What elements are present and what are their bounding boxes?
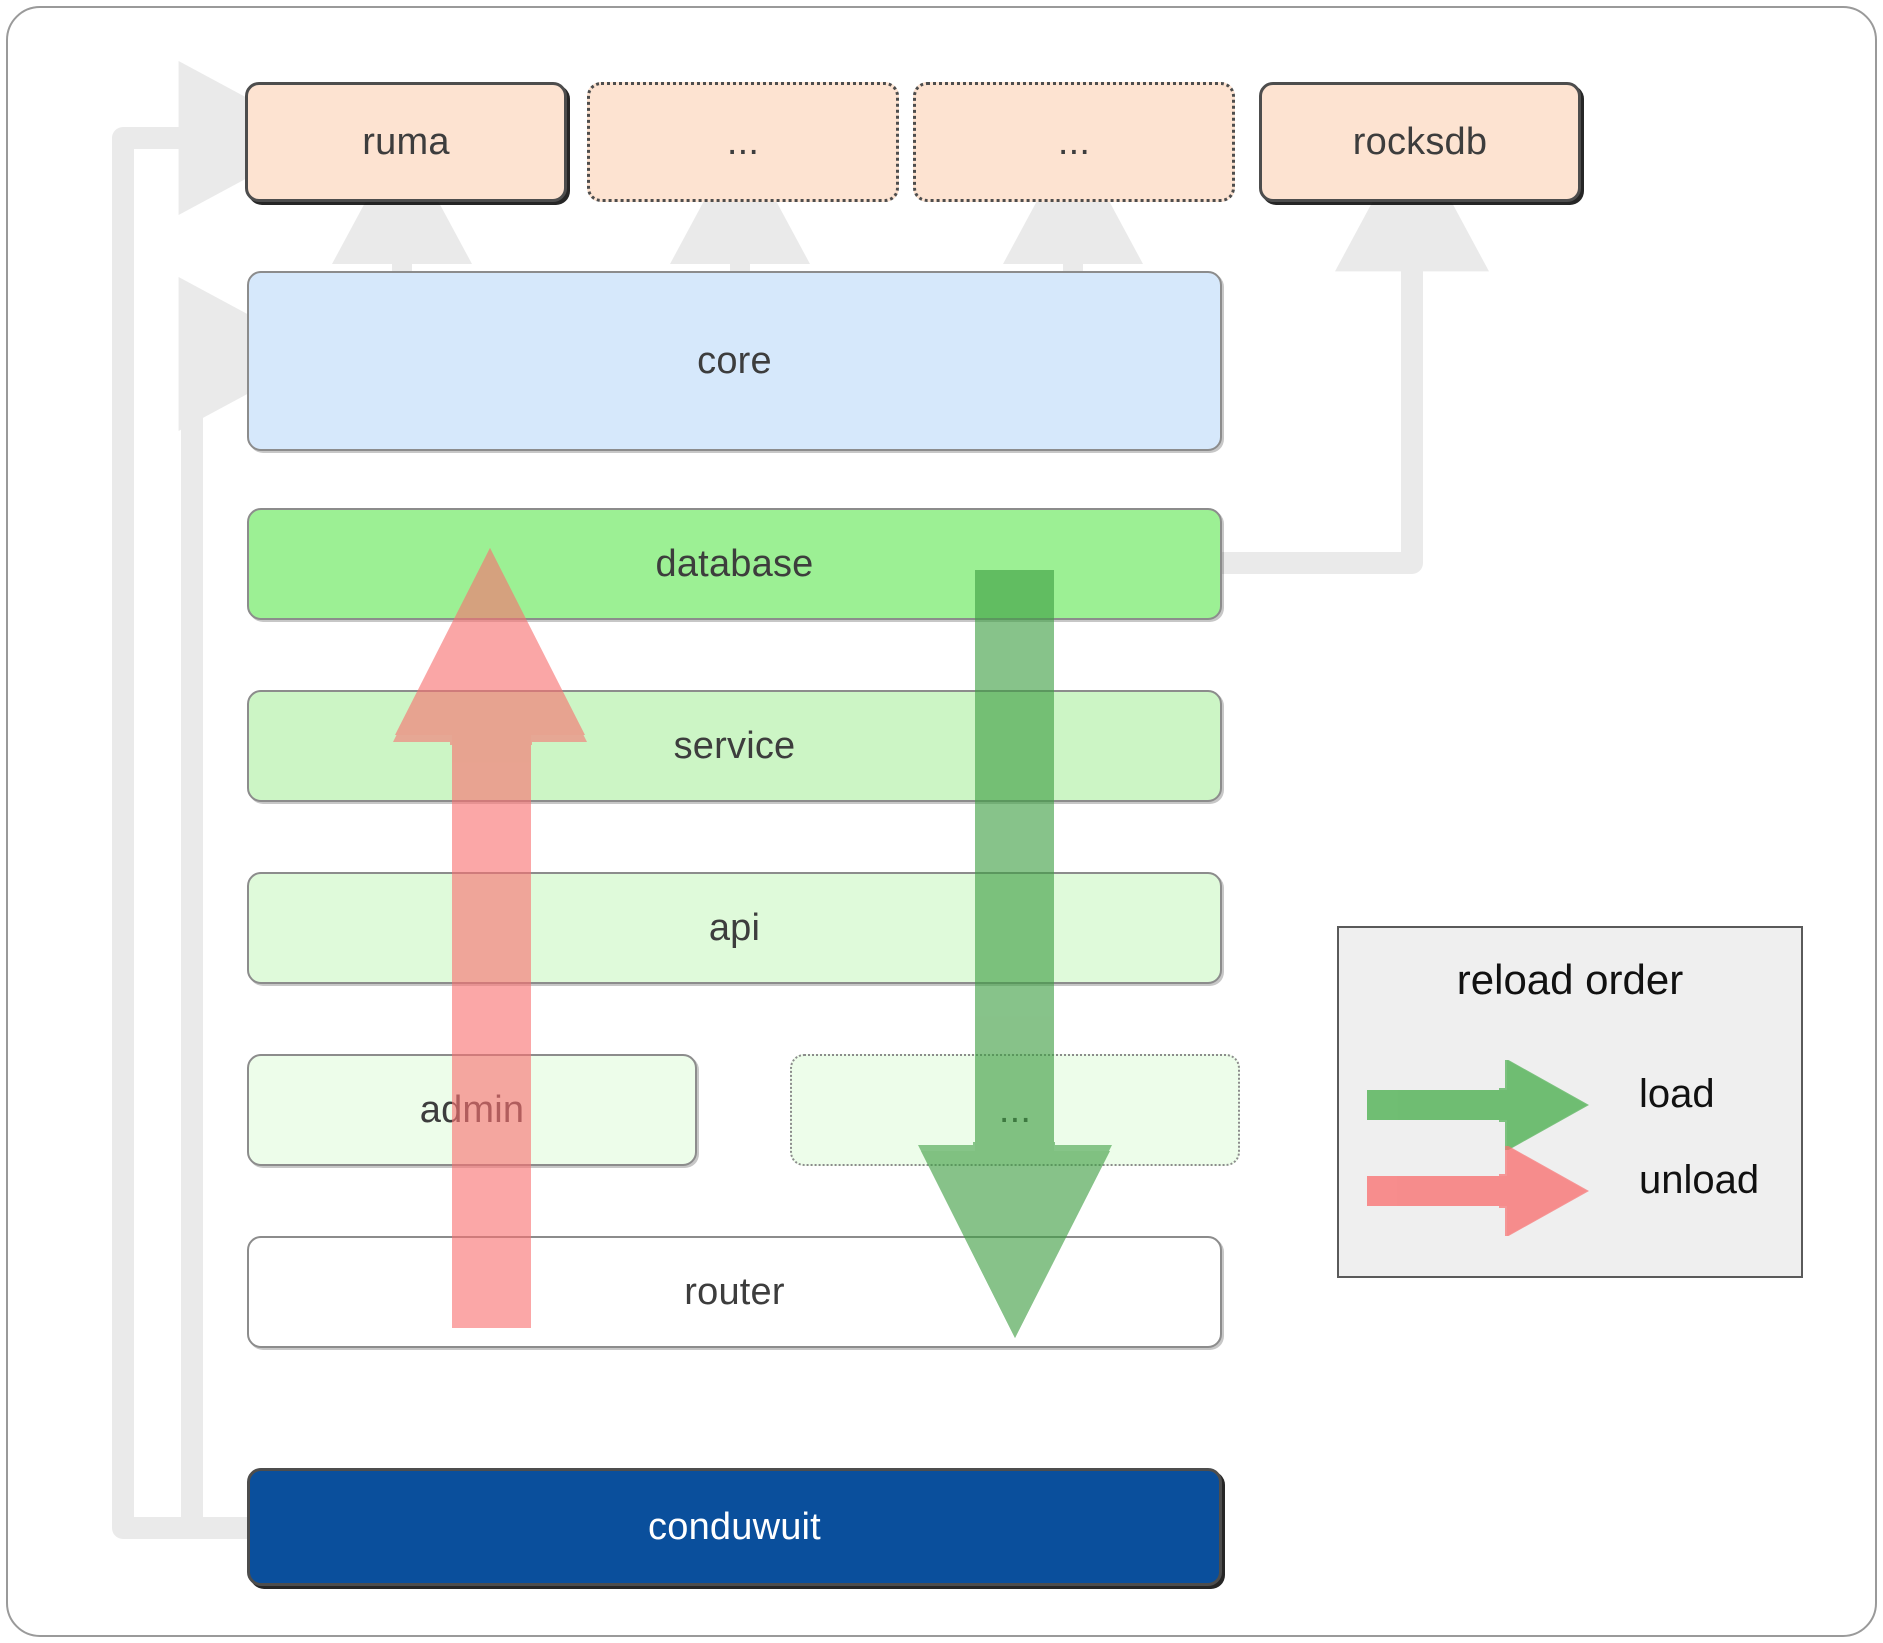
legend-panel: reload order load unload [1337, 926, 1803, 1278]
node-core[interactable]: core [247, 271, 1222, 451]
node-rocksdb-label: rocksdb [1352, 120, 1488, 163]
node-more[interactable]: ... [790, 1054, 1240, 1166]
node-router[interactable]: router [247, 1236, 1222, 1348]
legend-unload-arrow-icon [1367, 1146, 1589, 1236]
legend-title: reload order [1456, 956, 1684, 1003]
legend-unload-label: unload [1639, 1158, 1760, 1202]
node-router-label: router [684, 1270, 785, 1313]
node-ext1[interactable]: ... [587, 82, 899, 202]
legend-load-label: load [1639, 1072, 1715, 1116]
node-conduwuit[interactable]: conduwuit [247, 1468, 1222, 1586]
node-ext2-label: ... [1057, 120, 1091, 163]
node-more-label: ... [998, 1088, 1032, 1131]
node-database-label: database [655, 542, 814, 585]
diagram-outer-frame [6, 6, 1877, 1637]
node-service-label: service [673, 724, 796, 767]
node-api-label: api [708, 906, 761, 949]
node-ext1-label: ... [726, 120, 760, 163]
node-ruma-label: ruma [362, 120, 450, 163]
legend-row-load: load [1339, 1060, 1801, 1150]
node-ruma[interactable]: ruma [245, 82, 567, 202]
legend-load-arrow-icon [1367, 1060, 1589, 1150]
node-rocksdb[interactable]: rocksdb [1259, 82, 1581, 202]
legend-row-unload: unload [1339, 1146, 1801, 1236]
node-core-label: core [697, 339, 772, 382]
node-database[interactable]: database [247, 508, 1222, 620]
node-admin-label: admin [419, 1088, 525, 1131]
node-api[interactable]: api [247, 872, 1222, 984]
node-ext2[interactable]: ... [913, 82, 1235, 202]
node-admin[interactable]: admin [247, 1054, 697, 1166]
node-service[interactable]: service [247, 690, 1222, 802]
node-conduwuit-label: conduwuit [648, 1505, 821, 1548]
